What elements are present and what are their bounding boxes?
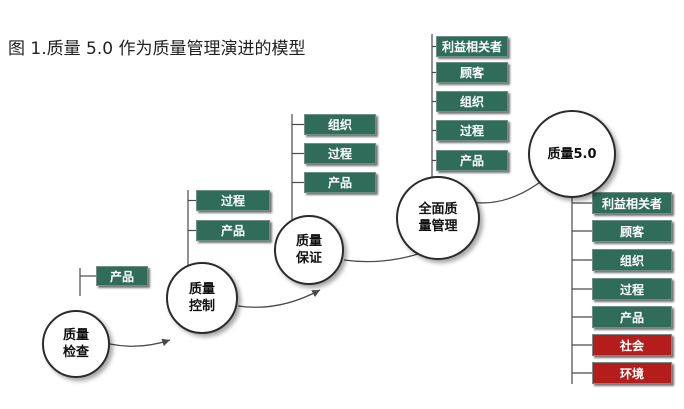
stage-node: 质量5.0 [528, 110, 616, 198]
stage-node: 质量检查 [42, 310, 110, 378]
category-box: 顾客 [592, 220, 672, 242]
stage-label-line1: 质量5.0 [547, 146, 597, 162]
stage-label-line1: 质量 [295, 234, 322, 249]
flow-arrow [237, 289, 321, 308]
category-box: 组织 [436, 91, 508, 112]
stage-label-line2: 控制 [188, 299, 215, 314]
category-box: 组织 [304, 114, 376, 135]
stage-label-line2: 量管理 [418, 219, 458, 234]
category-box: 组织 [592, 249, 672, 271]
category-box: 产品 [592, 306, 672, 328]
category-box: 过程 [196, 190, 270, 211]
stage-node: 全面质量管理 [396, 176, 480, 260]
category-box: 产品 [304, 172, 376, 193]
figure-title: 图 1.质量 5.0 作为质量管理演进的模型 [8, 39, 306, 59]
stage-label-line1: 质量 [62, 328, 89, 343]
stage-label-line2: 保证 [295, 251, 322, 266]
category-box: 顾客 [436, 62, 508, 83]
category-box: 产品 [436, 150, 508, 171]
stage-label-line2: 检查 [62, 345, 89, 360]
category-box: 利益相关者 [436, 36, 508, 57]
category-box: 环境 [592, 362, 672, 384]
category-box: 过程 [436, 120, 508, 141]
flow-arrow [109, 338, 171, 347]
category-box: 产品 [96, 266, 148, 286]
stage-label-line1: 全面质 [418, 202, 458, 217]
stage-node: 质量控制 [166, 262, 238, 334]
category-box: 过程 [592, 278, 672, 300]
category-box: 社会 [592, 334, 672, 356]
stage-node: 质量保证 [274, 215, 344, 285]
category-box: 产品 [196, 220, 270, 241]
category-box: 利益相关者 [592, 192, 672, 214]
category-box: 过程 [304, 143, 376, 164]
stage-label-line1: 质量 [188, 282, 215, 297]
